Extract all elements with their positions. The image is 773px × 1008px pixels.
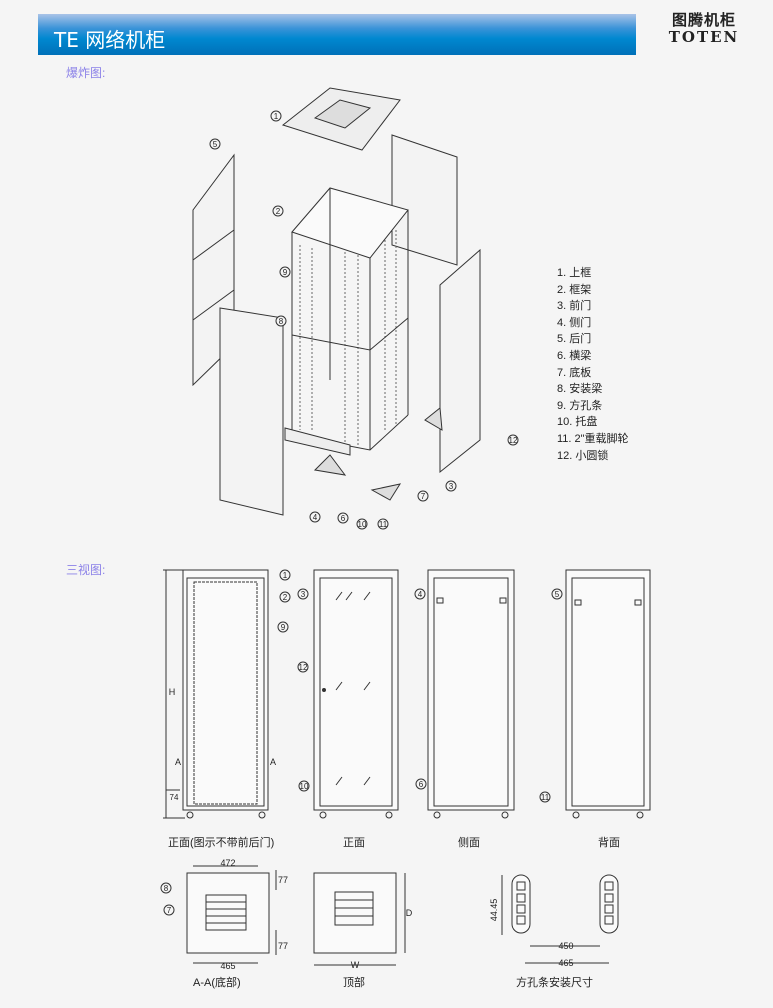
tray <box>313 454 347 476</box>
top-view <box>313 872 406 966</box>
callout-6: 6 <box>341 514 346 523</box>
view-callout-4: 4 <box>418 590 423 599</box>
dim-A-left: A <box>175 757 181 767</box>
exploded-callouts <box>209 110 519 530</box>
logo-en: TOTEN <box>668 28 740 46</box>
dim-74: 74 <box>170 793 179 802</box>
callout-1: 1 <box>274 112 279 121</box>
side-door <box>439 248 481 474</box>
view-callout-1: 1 <box>283 571 288 580</box>
legend-item: 1. 上框 <box>557 267 592 279</box>
view-callout-2: 2 <box>283 593 288 602</box>
legend-item: 4. 侧门 <box>557 316 592 329</box>
dim-450: 450 <box>558 941 573 951</box>
dim-465-strip: 465 <box>558 958 573 968</box>
brand-logo: 图腾机柜 TOTEN <box>664 12 744 46</box>
callout-8: 8 <box>279 317 284 326</box>
back-view <box>565 569 651 819</box>
legend-item: 11. 2"重载脚轮 <box>557 432 629 445</box>
view-callout-3: 3 <box>301 590 306 599</box>
label-back: 背面 <box>598 835 620 849</box>
dim-D: D <box>406 908 413 918</box>
crossbeam <box>284 427 351 456</box>
exploded-heading: 爆炸图: <box>66 66 106 80</box>
dim-465-aa: 465 <box>220 961 235 971</box>
legend-item: 7. 底板 <box>557 366 592 379</box>
legend-item: 2. 框架 <box>557 283 592 296</box>
side-panel-back <box>391 134 458 266</box>
callout-9: 9 <box>283 268 288 277</box>
section-aa-view <box>186 865 277 964</box>
dim-H: H <box>169 687 176 697</box>
callout-3: 3 <box>449 482 454 491</box>
view-callout-5: 5 <box>555 590 560 599</box>
front-view-no-door <box>163 569 269 819</box>
side-view <box>427 569 515 819</box>
callout-4: 4 <box>313 513 318 522</box>
front-door <box>219 307 284 516</box>
label-front-no-door: 正面(图示不带前后门) <box>168 835 274 849</box>
title-bar: TE 网络机柜 <box>38 14 636 55</box>
legend-item: 8. 安装梁 <box>557 383 603 396</box>
label-side: 侧面 <box>458 836 480 849</box>
dim-A-right: A <box>270 757 276 767</box>
view-callout-10: 10 <box>300 782 309 791</box>
label-front: 正面 <box>343 837 365 849</box>
three-view-heading: 三视图: <box>66 563 106 577</box>
view-callout-6: 6 <box>419 780 424 789</box>
label-top: 顶部 <box>343 975 365 989</box>
dim-44-45: 44.45 <box>489 899 499 922</box>
frame-top <box>291 187 409 259</box>
dim-77-bottom: 77 <box>278 941 288 951</box>
dim-77-top: 77 <box>278 875 288 885</box>
callout-5: 5 <box>213 140 218 149</box>
view-callout-12: 12 <box>299 663 308 672</box>
aa-callout-8: 8 <box>164 884 169 893</box>
legend-item: 10. 托盘 <box>557 416 598 429</box>
dim-W: W <box>351 960 360 970</box>
legend-item: 3. 前门 <box>557 300 592 313</box>
label-strip: 方孔条安装尺寸 <box>516 975 593 989</box>
legend-item: 9. 方孔条 <box>557 399 603 412</box>
logo-cn: 图腾机柜 <box>671 12 736 29</box>
callout-2: 2 <box>276 207 281 216</box>
page-title: TE 网络机柜 <box>54 28 166 52</box>
parts-legend: 1. 上框 2. 框架 3. 前门 4. 侧门 5. 后门 6. 横梁 7. 底… <box>557 265 629 464</box>
square-hole-strip-view <box>501 874 619 964</box>
view-callouts <box>277 569 563 803</box>
label-section-aa: A-A(底部) <box>193 975 241 989</box>
dim-472: 472 <box>220 858 235 868</box>
callout-11: 11 <box>379 520 388 529</box>
front-view <box>313 569 399 819</box>
legend-item: 5. 后门 <box>557 333 592 346</box>
callout-12: 12 <box>509 436 518 445</box>
view-callout-9: 9 <box>281 623 286 632</box>
view-callout-11: 11 <box>541 793 550 802</box>
legend-item: 12. 小圆锁 <box>557 449 609 462</box>
exploded-view <box>192 87 481 516</box>
aa-callout-7: 7 <box>167 906 172 915</box>
callout-7: 7 <box>421 492 426 501</box>
callout-10: 10 <box>358 520 367 529</box>
legend-item: 6. 横梁 <box>557 349 592 362</box>
